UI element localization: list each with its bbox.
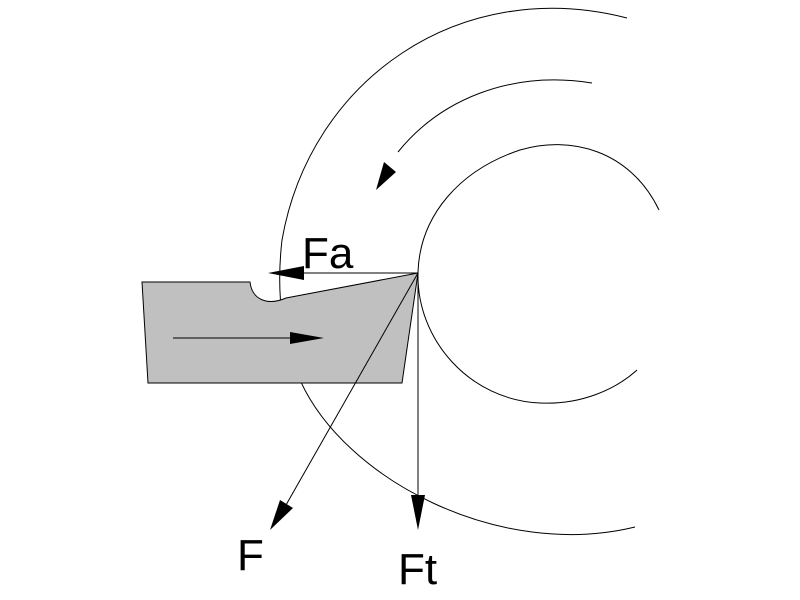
rotation-arc <box>397 79 593 153</box>
f-arrow-shaft <box>285 272 419 506</box>
cutting-tool <box>141 272 419 384</box>
feed-arrowhead-icon <box>290 332 324 344</box>
fa-arrowhead-icon <box>268 266 304 280</box>
label-f: F <box>237 531 264 580</box>
rotation-arrowhead-icon <box>376 162 396 190</box>
workpiece-circle <box>417 144 660 404</box>
f-arrowhead-icon <box>270 500 293 530</box>
label-ft: Ft <box>398 545 437 594</box>
label-fa: Fa <box>302 229 354 278</box>
ft-arrowhead-icon <box>411 495 425 530</box>
